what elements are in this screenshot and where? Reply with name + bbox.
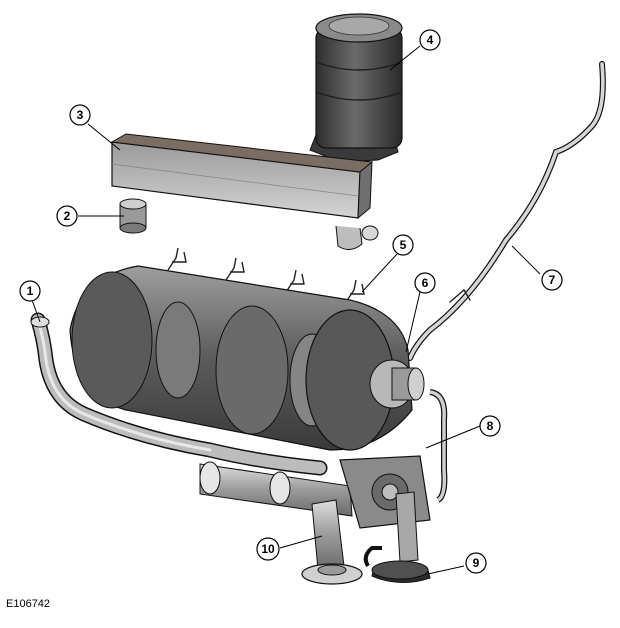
oil-filter <box>309 13 403 163</box>
callout-6-label: 6 <box>422 276 429 290</box>
oil-cooler <box>110 133 379 250</box>
figure-id: E106742 <box>6 598 51 610</box>
callout-8-label: 8 <box>487 419 494 433</box>
oil-pickup-strainer <box>301 499 363 585</box>
callout-1-label: 1 <box>27 284 34 298</box>
callout-5-label: 5 <box>400 238 407 252</box>
callout-9-label: 9 <box>473 556 480 570</box>
callout-10: 10 <box>256 537 280 561</box>
callout-5: 5 <box>392 234 414 256</box>
callout-3: 3 <box>69 104 91 126</box>
callout-2-label: 2 <box>64 209 71 223</box>
crankshaft <box>69 265 425 451</box>
callout-2: 2 <box>56 205 78 227</box>
callout-1: 1 <box>19 280 41 302</box>
callout-7-label: 7 <box>549 273 556 287</box>
callout-4-label: 4 <box>427 33 434 47</box>
callout-10-label: 10 <box>261 542 275 556</box>
leader-lines <box>31 45 541 575</box>
dipstick-tube <box>407 61 606 361</box>
callout-7: 7 <box>541 269 563 291</box>
callout-4: 4 <box>419 29 441 51</box>
callout-8: 8 <box>479 415 501 437</box>
callout-6: 6 <box>414 272 436 294</box>
callout-9: 9 <box>465 552 487 574</box>
cooler-connector <box>119 198 147 234</box>
oil-level-sensor <box>363 491 431 583</box>
piston-cooling-jets <box>167 247 365 303</box>
callout-3-label: 3 <box>77 108 84 122</box>
